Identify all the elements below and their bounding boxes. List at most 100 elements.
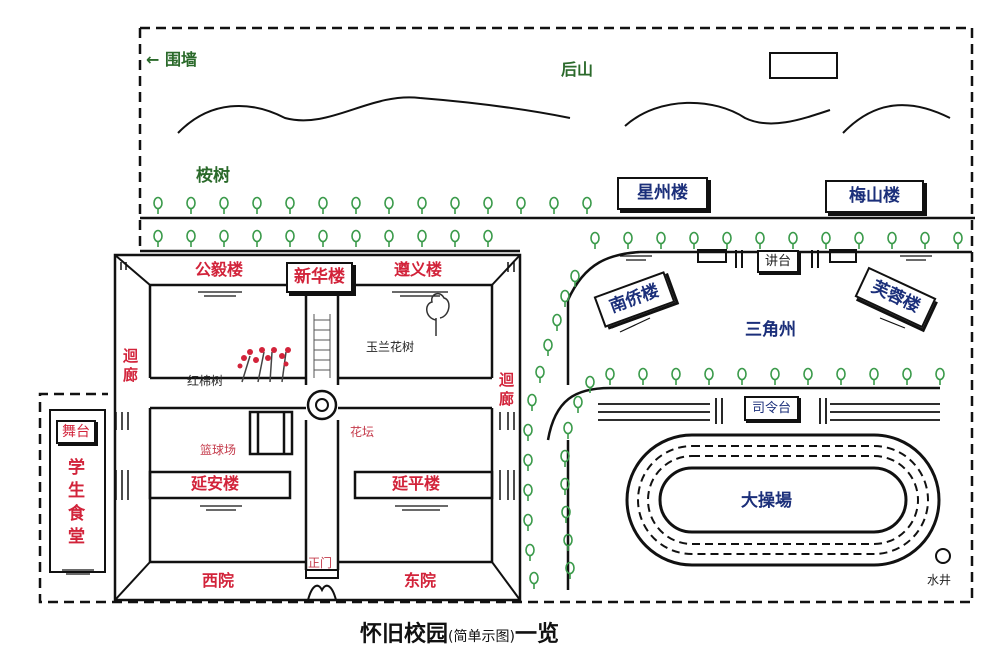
- canteen-label[interactable]: 学生食堂: [64, 458, 84, 550]
- tree-marker: [417, 196, 427, 214]
- tree-marker: [285, 229, 295, 247]
- tree-marker: [623, 231, 633, 249]
- tree-marker: [523, 513, 533, 531]
- tree-marker: [252, 229, 262, 247]
- tree-marker: [219, 196, 229, 214]
- kapok-label: 红棉树: [187, 374, 224, 388]
- tree-marker: [563, 533, 573, 551]
- tree-marker: [887, 231, 897, 249]
- tree-marker: [788, 231, 798, 249]
- tree-marker: [573, 395, 583, 413]
- main-gate-label[interactable]: 正门: [308, 556, 333, 570]
- tree-marker: [552, 313, 562, 331]
- stand-lines: [598, 398, 940, 424]
- west-courtyard[interactable]: 西院: [202, 571, 235, 590]
- tree-marker: [638, 367, 648, 385]
- map-title: 怀旧校园(简单示图)一览: [360, 624, 559, 646]
- tree-marker: [704, 367, 714, 385]
- tree-marker: [318, 229, 328, 247]
- wall-label: ← 围墙: [146, 50, 197, 69]
- tree-marker: [605, 367, 615, 385]
- tree-marker: [689, 231, 699, 249]
- tree-marker: [285, 196, 295, 214]
- title-main-a: 怀旧校园: [360, 622, 449, 647]
- title-subtitle: (简单示图): [448, 629, 515, 645]
- running-track: [625, 433, 941, 567]
- quad-corners: [114, 254, 521, 601]
- shade-lines: [62, 255, 932, 575]
- tree-marker: [565, 561, 575, 579]
- tree-marker: [417, 229, 427, 247]
- building-yanping[interactable]: 延平楼: [392, 474, 441, 493]
- tree-marker: [722, 231, 732, 249]
- corridor-hatch: [115, 262, 515, 500]
- well-circle: [935, 548, 951, 564]
- tree-marker: [656, 231, 666, 249]
- tree-marker: [570, 269, 580, 287]
- tree-marker: [953, 231, 963, 249]
- mountain-ridges: [177, 96, 951, 134]
- tree-marker: [351, 196, 361, 214]
- avenue-hatch: [313, 314, 331, 378]
- canteen-block: [49, 409, 106, 573]
- tree-marker: [516, 196, 526, 214]
- stage-box[interactable]: 舞台: [56, 420, 96, 444]
- kapok-trees: [241, 351, 287, 383]
- hill-rectangle: [769, 52, 838, 79]
- tree-marker: [384, 196, 394, 214]
- tree-marker: [186, 229, 196, 247]
- tree-marker: [483, 229, 493, 247]
- outer-wall: [38, 26, 974, 604]
- east-courtyard[interactable]: 东院: [404, 571, 437, 590]
- tree-marker: [671, 367, 681, 385]
- tree-marker: [523, 453, 533, 471]
- tree-marker: [219, 229, 229, 247]
- building-zunyi[interactable]: 遵义楼: [394, 260, 443, 279]
- well-label: 水井: [927, 573, 952, 587]
- playground-label[interactable]: 大操場: [741, 491, 792, 511]
- main-gate: [305, 569, 339, 601]
- tree-marker: [563, 421, 573, 439]
- tree-marker: [527, 393, 537, 411]
- building-xingzhou[interactable]: 星州楼: [617, 177, 708, 210]
- tree-marker: [560, 289, 570, 307]
- eucalyptus-label: 桉树: [196, 166, 230, 186]
- building-xinhua[interactable]: 新华楼: [286, 262, 353, 293]
- building-gongyi[interactable]: 公毅楼: [195, 260, 244, 279]
- main-quad: [113, 253, 522, 602]
- tree-marker: [560, 477, 570, 495]
- title-main-b: 一览: [514, 622, 559, 647]
- basketball-court-label: 篮球场: [200, 443, 237, 457]
- tree-marker: [770, 367, 780, 385]
- tree-marker: [836, 367, 846, 385]
- tree-marker: [560, 449, 570, 467]
- tree-marker: [523, 483, 533, 501]
- tree-marker: [483, 196, 493, 214]
- magnolia-label: 玉兰花树: [366, 340, 415, 354]
- tree-marker: [902, 367, 912, 385]
- delta-label: 三角州: [745, 320, 796, 340]
- tree-marker: [384, 229, 394, 247]
- tree-marker: [351, 229, 361, 247]
- tree-marker: [920, 231, 930, 249]
- curved-roads: [546, 250, 972, 590]
- tree-marker: [821, 231, 831, 249]
- tree-marker: [153, 229, 163, 247]
- corridor-left: 迴廊: [121, 348, 139, 386]
- tree-marker: [529, 571, 539, 589]
- tree-marker: [737, 367, 747, 385]
- tree-marker: [755, 231, 765, 249]
- tree-marker: [450, 196, 460, 214]
- command-platform[interactable]: 司令台: [744, 396, 800, 421]
- building-yanan[interactable]: 延安楼: [191, 474, 240, 493]
- lecture-stage-label[interactable]: 讲台: [757, 250, 800, 273]
- building-meishan[interactable]: 梅山楼: [825, 180, 924, 213]
- tree-marker: [869, 367, 879, 385]
- tree-marker: [525, 543, 535, 561]
- tree-marker: [935, 367, 945, 385]
- tree-marker: [582, 196, 592, 214]
- tree-marker: [252, 196, 262, 214]
- tree-marker: [803, 367, 813, 385]
